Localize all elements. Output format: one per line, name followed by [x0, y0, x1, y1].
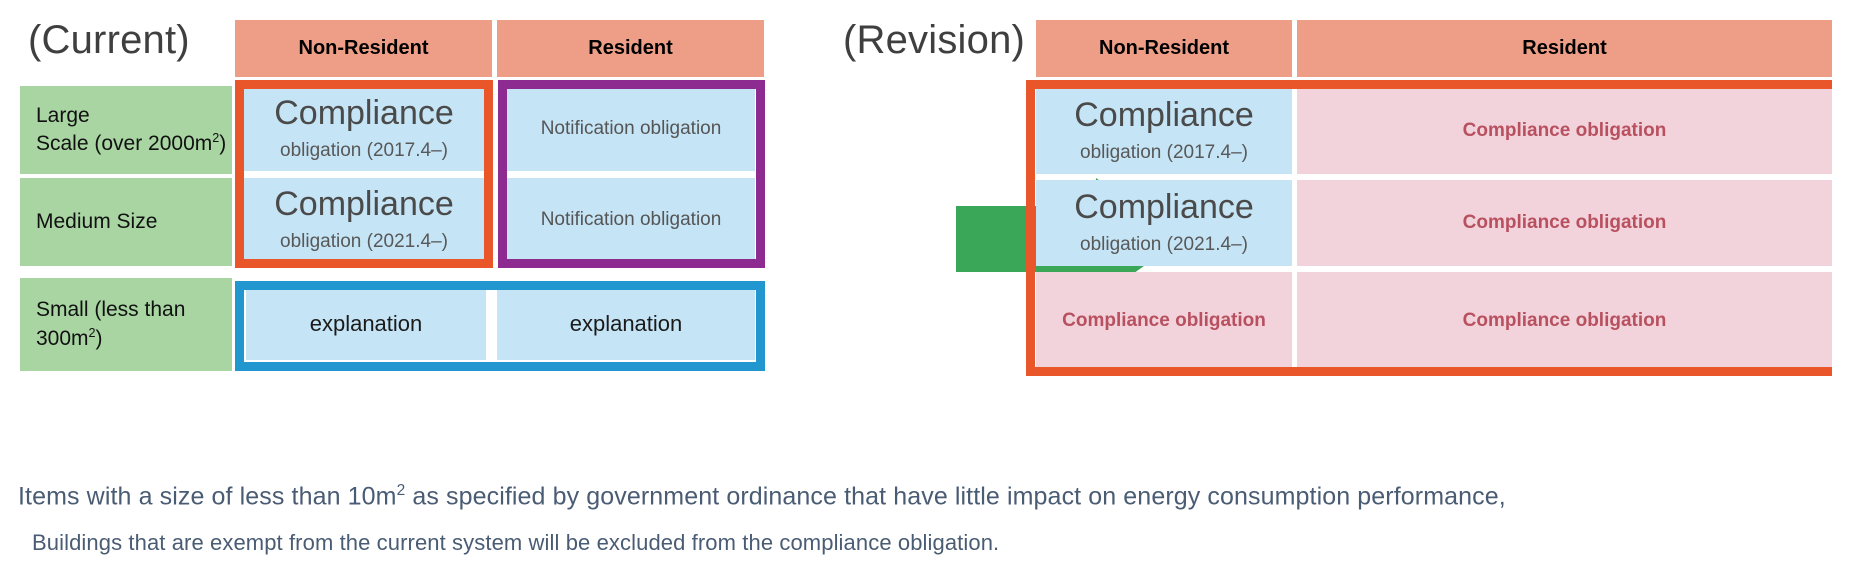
square-superscript-1: 2 — [212, 131, 220, 145]
current-large-nonres-sub: obligation (2017.4–) — [280, 139, 448, 161]
current-header-non-resident: Non-Resident — [235, 20, 492, 77]
revision-small-res-text: Compliance obligation — [1462, 309, 1667, 331]
footnote-1-superscript: 2 — [396, 482, 406, 499]
revision-large-nonres-sub: obligation (2017.4–) — [1080, 141, 1248, 163]
row-label-large-text: Large Scale (over 2000m2) — [36, 103, 227, 155]
revision-small-nonres-text: Compliance obligation — [1062, 309, 1266, 331]
current-medium-nonres-sub: obligation (2021.4–) — [280, 230, 448, 252]
revision-medium-nonres-sub: obligation (2021.4–) — [1080, 233, 1248, 255]
footnote-1-part-a: Items with a size of less than 10m — [18, 482, 397, 511]
revision-medium-res-text: Compliance obligation — [1462, 212, 1667, 233]
current-row-label-large: Large Scale (over 2000m2) — [20, 86, 232, 174]
current-row-label-small: Small (less than 300m2) — [20, 278, 232, 371]
footnote-1-part-b: as specified by government ordinance tha… — [405, 482, 1506, 511]
revision-medium-nonres-main: Compliance — [1074, 188, 1254, 227]
revision-cell-medium-non-resident: Compliance obligation (2021.4–) — [1036, 180, 1292, 266]
current-medium-res-text: Notification obligation — [540, 209, 722, 230]
current-panel-title: (Current) — [28, 18, 190, 62]
current-small-res-text: explanation — [569, 311, 683, 336]
current-cell-large-non-resident: Compliance obligation (2017.4–) — [244, 87, 484, 171]
revision-header-resident: Resident — [1297, 20, 1832, 77]
revision-cell-large-resident: Compliance obligation — [1297, 88, 1832, 174]
current-cell-large-resident: Notification obligation — [507, 87, 755, 171]
current-large-res-text: Notification obligation — [540, 118, 722, 139]
revision-cell-medium-resident: Compliance obligation — [1297, 180, 1832, 266]
revision-large-nonres-main: Compliance — [1074, 96, 1254, 135]
current-cell-small-non-resident: explanation — [246, 288, 486, 360]
current-large-nonres-main: Compliance — [274, 94, 454, 133]
revision-cell-small-resident: Compliance obligation — [1297, 272, 1832, 369]
current-cell-medium-non-resident: Compliance obligation (2021.4–) — [244, 178, 484, 262]
current-header-resident: Resident — [497, 20, 764, 77]
current-small-nonres-text: explanation — [309, 311, 423, 336]
revision-cell-small-non-resident: Compliance obligation — [1036, 272, 1292, 369]
current-cell-small-resident: explanation — [497, 288, 755, 360]
current-row-label-medium: Medium Size — [20, 178, 232, 266]
revision-large-res-text: Compliance obligation — [1462, 120, 1667, 141]
current-cell-medium-resident: Notification obligation — [507, 178, 755, 262]
row-label-medium-text: Medium Size — [36, 209, 158, 233]
revision-header-non-resident: Non-Resident — [1036, 20, 1292, 77]
footnote-line-1: Items with a size of less than 10m2 as s… — [18, 482, 1506, 511]
revision-cell-large-non-resident: Compliance obligation (2017.4–) — [1036, 88, 1292, 174]
square-superscript-2: 2 — [88, 325, 96, 340]
revision-panel-title: (Revision) — [843, 18, 1026, 62]
row-label-small-text: Small (less than 300m2) — [36, 298, 186, 350]
footnote-line-2: Buildings that are exempt from the curre… — [32, 530, 1000, 555]
current-medium-nonres-main: Compliance — [274, 185, 454, 224]
